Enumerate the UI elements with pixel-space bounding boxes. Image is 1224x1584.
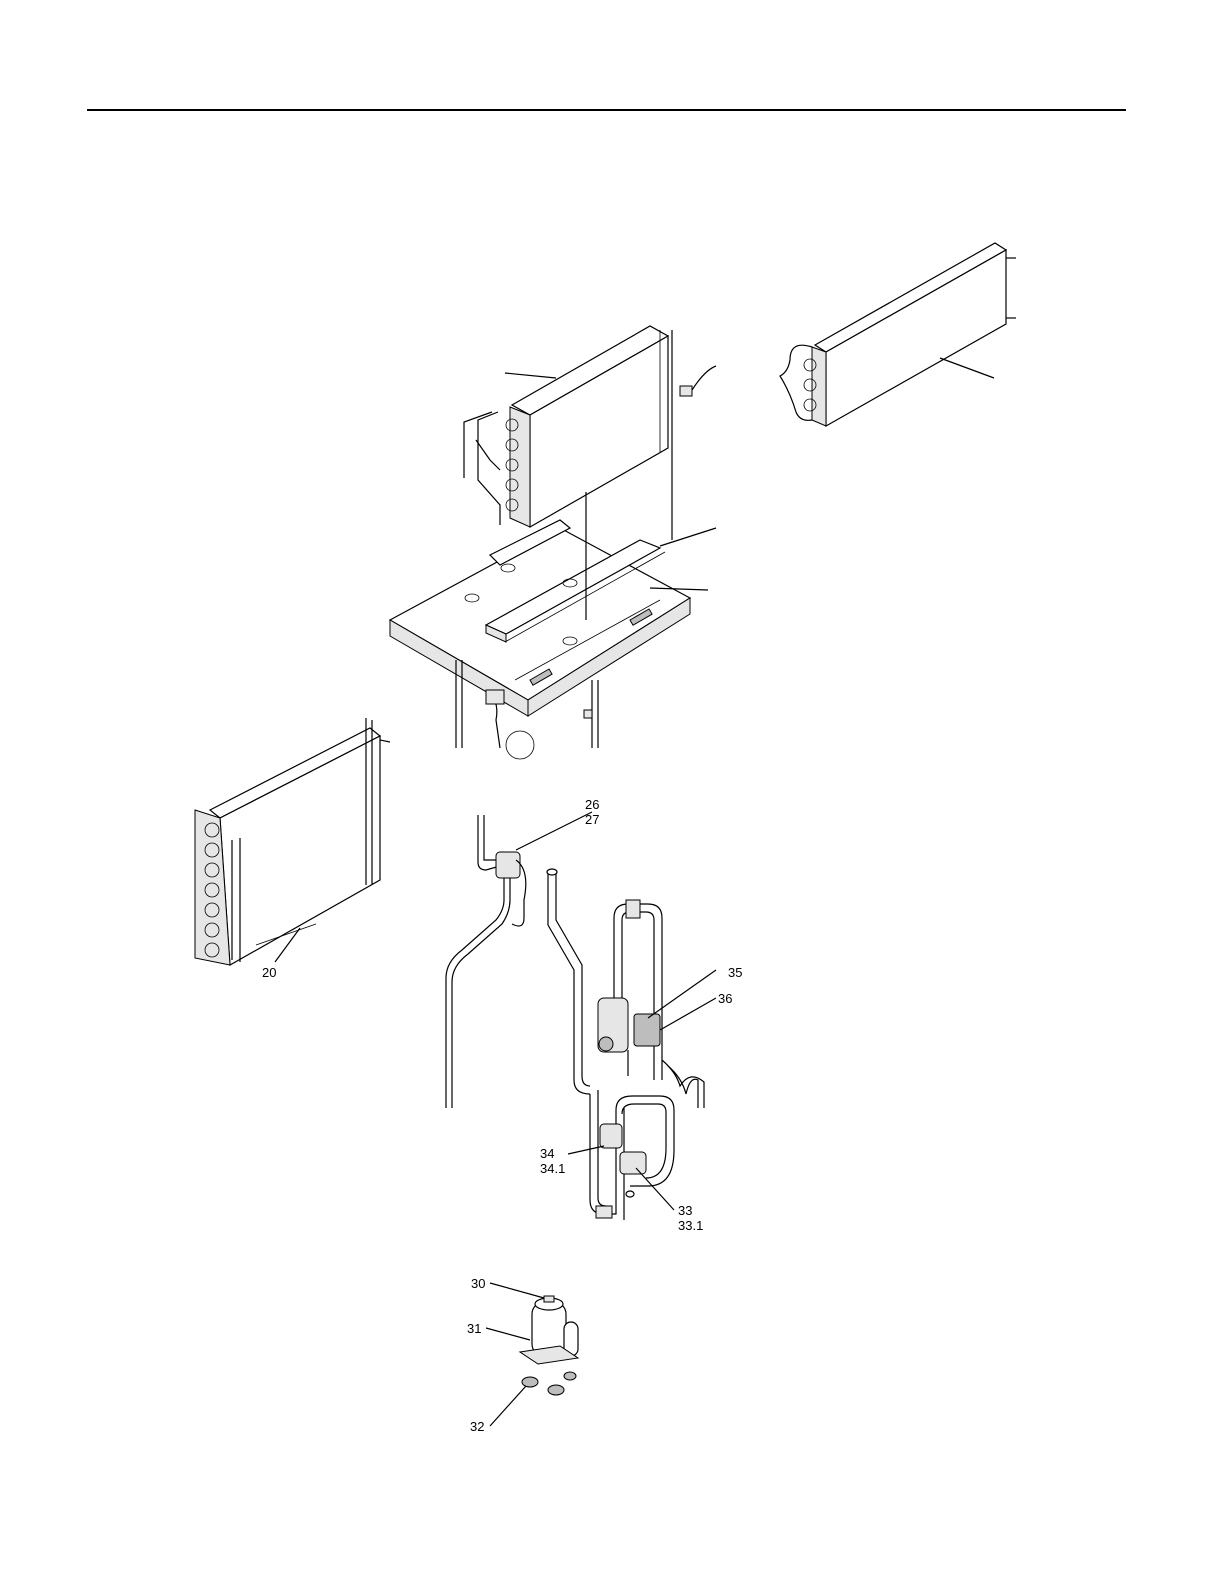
- leader-line-35: [648, 970, 716, 1018]
- callout-34: 34: [540, 1146, 554, 1161]
- leader-line-31: [486, 1328, 530, 1340]
- callout-36: 36: [718, 991, 732, 1006]
- callout-32: 32: [470, 1419, 484, 1434]
- leader-line: [505, 373, 556, 378]
- compressor-assembly: 30 31 32: [467, 1276, 578, 1434]
- callout-26: 26: [585, 797, 599, 812]
- leader-line-33: [636, 1168, 674, 1210]
- callout-33-1: 33.1: [678, 1218, 703, 1233]
- leader-line: [660, 528, 716, 546]
- callout-31: 31: [467, 1321, 481, 1336]
- leader-line-36: [660, 998, 716, 1030]
- expansion-tube-assembly: 26 27: [446, 797, 599, 1108]
- callout-33: 33: [678, 1203, 692, 1218]
- leader-line: [940, 358, 994, 378]
- reversing-valve-assembly: 35 36 34 34.1 33 33.1: [540, 869, 742, 1233]
- callout-20: 20: [262, 965, 276, 980]
- leader-line-26: [516, 812, 592, 850]
- callout-27: 27: [585, 812, 599, 827]
- callout-34-1: 34.1: [540, 1161, 565, 1176]
- evaporator-coil-upper: [464, 326, 668, 527]
- callout-30: 30: [471, 1276, 485, 1291]
- leader-line-32: [490, 1386, 526, 1426]
- coil-bracket: [680, 366, 716, 396]
- leader-line-30: [490, 1283, 544, 1298]
- condenser-coil-upper-right: [780, 243, 1016, 426]
- callout-35: 35: [728, 965, 742, 980]
- condenser-coil-left: 20: [195, 718, 390, 980]
